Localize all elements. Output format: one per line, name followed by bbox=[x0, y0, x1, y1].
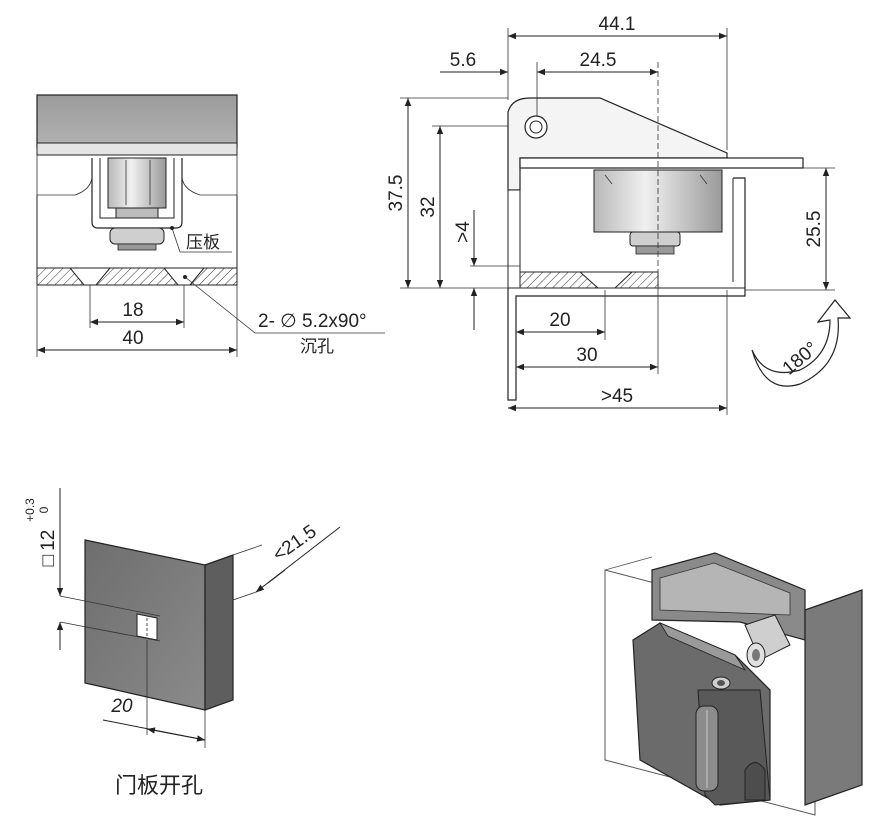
isometric-view bbox=[604, 552, 863, 816]
front-view: 18 40 压板 2- ∅ 5.2x90° 沉孔 bbox=[36, 94, 385, 357]
dim-bottom-20: 20 bbox=[549, 310, 570, 331]
dim-top-total: 44.1 bbox=[599, 14, 636, 35]
side-view: 44.1 24.5 5.6 37.5 32 >4 25.5 20 30 bbox=[386, 14, 852, 415]
dim-height-inner: 32 bbox=[418, 196, 439, 217]
rotation-arrow-icon bbox=[751, 299, 852, 387]
door-cutout-view: □ 12 +0.3 0 20 <21.5 门板开孔 bbox=[23, 488, 341, 799]
callout-holes-countersink: 沉孔 bbox=[300, 337, 334, 357]
dim-cutout-offset: 20 bbox=[110, 696, 133, 717]
side-nut bbox=[629, 231, 681, 247]
door-square-hole bbox=[136, 613, 158, 641]
square-size-value: 12 bbox=[38, 530, 59, 551]
front-cylinder bbox=[107, 157, 167, 209]
dim-width-total: 40 bbox=[122, 328, 143, 349]
label-pressure-plate: 压板 bbox=[186, 233, 220, 253]
dim-top-left: 5.6 bbox=[450, 50, 476, 71]
dim-height-total: 37.5 bbox=[386, 175, 407, 212]
tolerance-upper: +0.3 bbox=[23, 498, 37, 522]
door-panel-flange bbox=[204, 554, 234, 711]
square-symbol: □ bbox=[38, 554, 59, 566]
dim-top-mid: 24.5 bbox=[580, 50, 617, 71]
door-cutout-caption: 门板开孔 bbox=[115, 774, 203, 799]
front-nut bbox=[109, 227, 165, 245]
dim-square-size: □ 12 bbox=[38, 530, 59, 567]
dim-right-height: 25.5 bbox=[804, 211, 825, 248]
side-top-flange bbox=[519, 157, 804, 169]
dim-cutout-angle: <21.5 bbox=[269, 521, 320, 566]
dim-hole-spacing: 18 bbox=[122, 300, 143, 321]
callout-holes: 2- ∅ 5.2x90° bbox=[258, 311, 367, 332]
front-countersink-left bbox=[68, 267, 112, 286]
dim-bottom-30: 30 bbox=[576, 345, 597, 366]
iso-mount-flange bbox=[804, 589, 863, 806]
front-top-plate bbox=[36, 94, 238, 148]
tolerance-lower: 0 bbox=[37, 506, 51, 513]
dim-gap: >4 bbox=[453, 221, 474, 243]
front-base-section bbox=[36, 267, 238, 286]
dim-bottom-45: >45 bbox=[601, 386, 633, 407]
